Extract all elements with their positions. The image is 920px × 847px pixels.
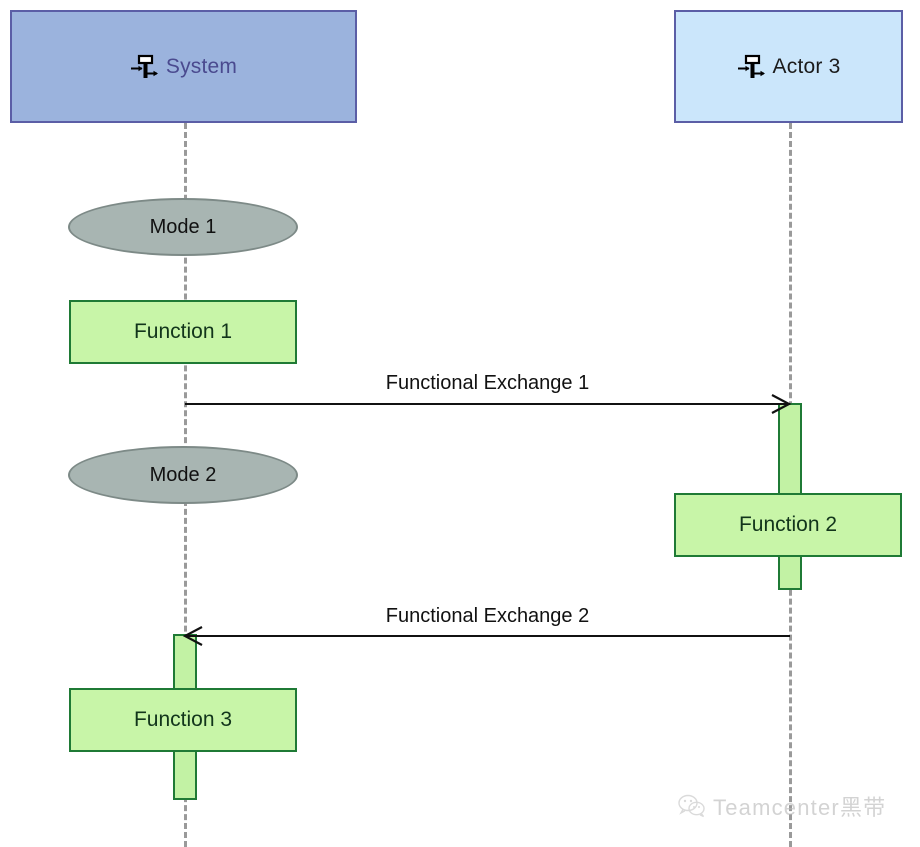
- mode-label-mode1: Mode 1: [149, 215, 217, 238]
- message-line-fe1: [185, 403, 790, 405]
- participant-system[interactable]: System: [10, 10, 357, 123]
- participant-actor3[interactable]: Actor 3: [674, 10, 903, 123]
- watermark: Teamcenter黑带: [678, 790, 886, 822]
- participant-label-actor3: Actor 3: [772, 54, 841, 78]
- function-port-icon: [737, 52, 767, 82]
- mode-ellipse-mode1[interactable]: Mode 1: [68, 198, 298, 256]
- message-arrow-fe2[interactable]: [182, 626, 790, 646]
- arrowhead-left-fe2: [182, 625, 206, 652]
- message-line-fe2: [185, 635, 790, 637]
- mode-ellipse-mode2[interactable]: Mode 2: [68, 446, 298, 504]
- arrowhead-right-fe1: [768, 393, 792, 420]
- participant-label-system: System: [165, 54, 238, 78]
- function-label-function2: Function 2: [738, 513, 838, 536]
- function-box-function3[interactable]: Function 3: [69, 688, 297, 752]
- function-box-function2[interactable]: Function 2: [674, 493, 902, 557]
- mode-label-mode2: Mode 2: [149, 463, 217, 486]
- function-port-icon: [130, 52, 160, 82]
- function-label-function1: Function 1: [133, 320, 233, 343]
- message-arrow-fe1[interactable]: [185, 394, 792, 414]
- watermark-text: Teamcenter黑带: [713, 795, 887, 820]
- message-label-fe2: Functional Exchange 2: [385, 605, 590, 627]
- function-box-function1[interactable]: Function 1: [69, 300, 297, 364]
- wechat-icon: [678, 794, 706, 818]
- message-label-fe1: Functional Exchange 1: [385, 372, 590, 394]
- function-label-function3: Function 3: [133, 708, 233, 731]
